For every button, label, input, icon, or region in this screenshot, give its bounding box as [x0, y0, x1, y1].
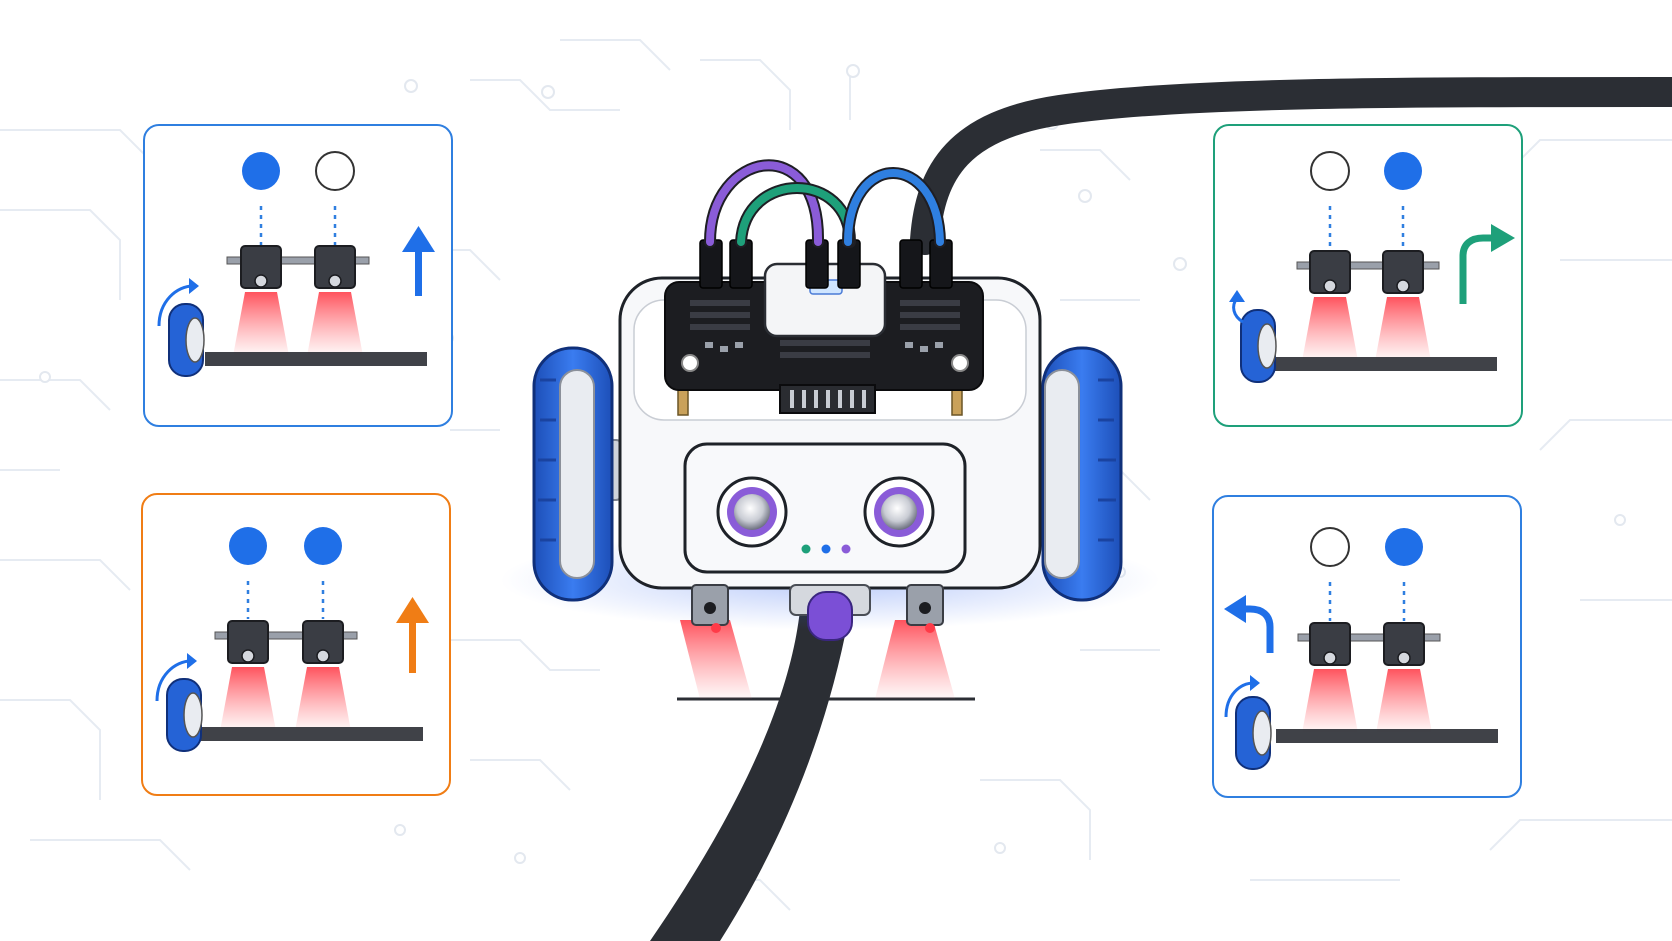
sensor-face [683, 442, 967, 574]
arrow-up-icon [396, 597, 429, 673]
wheel-icon [1235, 696, 1272, 770]
robot [532, 159, 1123, 699]
robot-ir-sensors [680, 584, 955, 699]
left-sensor-indicator-on [242, 152, 280, 190]
panel-bottom-right [1212, 495, 1522, 798]
panel-top-left-graphic [157, 151, 435, 377]
jumper-wires [704, 159, 946, 248]
track-line [910, 77, 1672, 255]
status-led-blue [821, 544, 831, 554]
left-wheel [532, 346, 623, 602]
left-sensor-indicator-off [1310, 527, 1350, 567]
right-sensor-indicator-on [304, 527, 342, 565]
track-line-bottom [650, 610, 850, 941]
sensor-bar [226, 245, 370, 289]
right-sensor-indicator-on [1384, 152, 1422, 190]
wheel-icon [1240, 309, 1277, 383]
status-led-purple [841, 544, 851, 554]
wheel-icon [166, 678, 203, 752]
sensor-bar [214, 620, 358, 664]
right-sensor-indicator-off [315, 151, 355, 191]
arrow-turn-right-icon [1459, 224, 1515, 304]
arrow-turn-left-icon [1224, 595, 1274, 653]
panel-bottom-left-graphic [155, 527, 429, 752]
wire-green [735, 182, 856, 248]
sensor-bar [1296, 250, 1440, 294]
wheel-rotation-arrow-icon [155, 659, 192, 702]
control-board [664, 262, 984, 414]
panel-bottom-left [141, 493, 451, 796]
panel-top-right [1213, 124, 1523, 427]
panel-bottom-right-graphic [1224, 527, 1498, 770]
arrow-up-icon [402, 226, 435, 296]
caster-wheel [789, 584, 871, 641]
wheel-icon [168, 303, 205, 377]
left-sensor-indicator-on [229, 527, 267, 565]
status-led-green [801, 544, 811, 554]
panel-top-left [143, 124, 453, 427]
right-wheel [1029, 346, 1123, 602]
header-pins [699, 239, 953, 289]
right-sensor-indicator-on [1385, 528, 1423, 566]
sensor-bar [1297, 622, 1441, 666]
panel-top-right-graphic [1229, 151, 1515, 383]
left-sensor-indicator-off [1310, 151, 1350, 191]
wheel-rotation-arrow-icon [157, 284, 194, 327]
